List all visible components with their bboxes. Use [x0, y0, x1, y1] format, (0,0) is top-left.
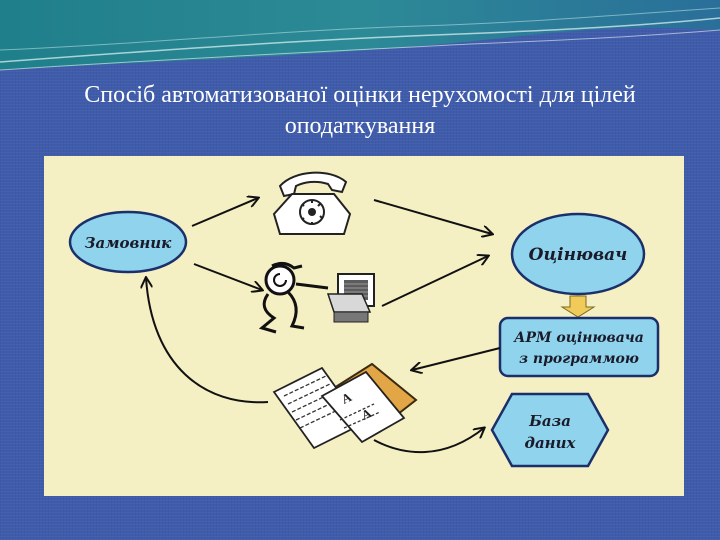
customer-node: Замовник: [70, 212, 186, 272]
documents-icon: A A: [274, 364, 416, 448]
person-at-computer-icon: [262, 263, 374, 332]
arrow-documents-to-database: [374, 428, 484, 452]
workstation-label-line-1: АРМ оцінювача: [513, 330, 644, 346]
arrow-workstation-to-documents: [412, 348, 500, 370]
slide-title-line-1: Спосіб автоматизованої оцінки нерухомост…: [30, 80, 690, 111]
down-block-arrow: [562, 296, 594, 317]
database-label-line-1: База: [528, 412, 571, 430]
workstation-node: АРМ оцінювача з программою: [500, 318, 658, 376]
arrow-computer-to-appraiser: [382, 256, 488, 306]
arrow-customer-to-computer: [194, 264, 262, 290]
database-node: База даних: [492, 394, 608, 466]
customer-label: Замовник: [85, 234, 172, 252]
appraiser-label: Оцінювач: [529, 245, 628, 265]
arrow-documents-to-customer: [146, 278, 268, 402]
slide-title: Спосіб автоматизованої оцінки нерухомост…: [30, 80, 690, 142]
workstation-label-line-2: з программою: [519, 351, 639, 367]
arrow-customer-to-telephone: [192, 198, 258, 226]
telephone-icon: [274, 173, 350, 234]
database-label-line-2: даних: [525, 434, 577, 452]
appraiser-node: Оцінювач: [512, 214, 644, 294]
arrow-telephone-to-appraiser: [374, 200, 492, 234]
process-diagram: Замовник Оцінювач АРМ оцінювача з програ…: [44, 156, 684, 496]
header-wave-decoration: [0, 0, 720, 90]
diagram-panel: Замовник Оцінювач АРМ оцінювача з програ…: [44, 156, 684, 496]
slide-title-line-2: оподаткування: [30, 111, 690, 142]
